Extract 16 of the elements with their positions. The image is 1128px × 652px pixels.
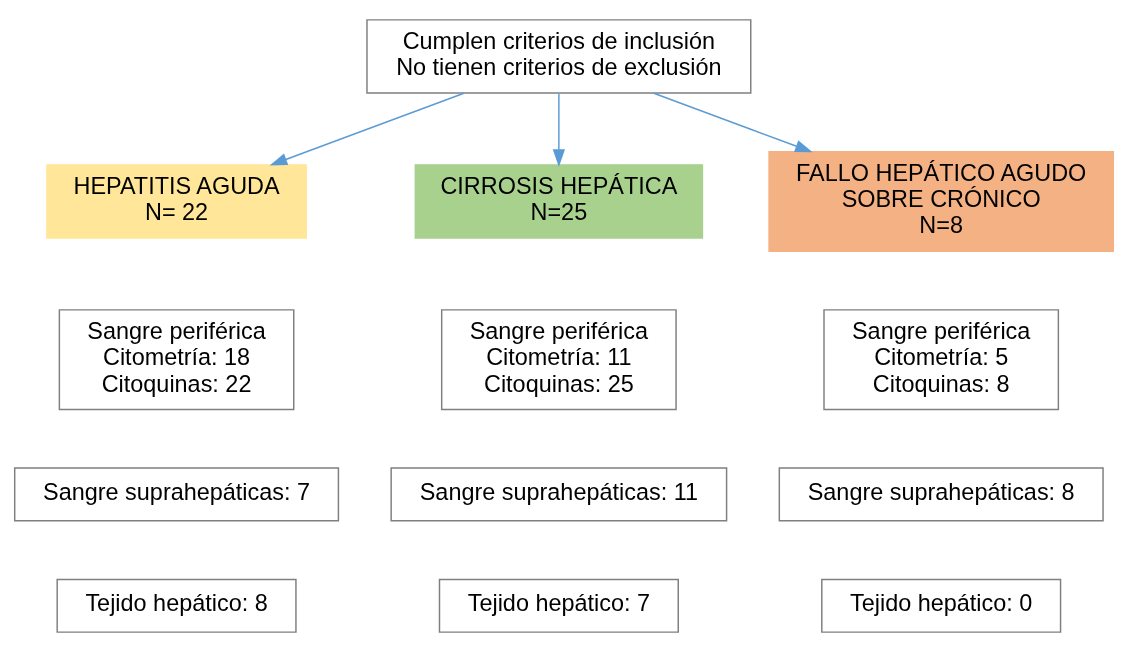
node-box: FALLO HEPÁTICO AGUDO SOBRE CRÓNICO N=8 bbox=[768, 150, 1115, 253]
node-box: Sangre suprahepáticas: 8 bbox=[778, 467, 1104, 522]
node-box: Cumplen criterios de inclusión No tienen criterios de exclusión bbox=[366, 19, 752, 94]
node-box: HEPATITIS AGUDA N= 22 bbox=[46, 164, 307, 239]
node-box: Tejido hepático: 0 bbox=[821, 578, 1062, 633]
arrow bbox=[269, 92, 465, 166]
arrow bbox=[653, 92, 813, 153]
node-box: CIRROSIS HEPÁTICA N=25 bbox=[414, 164, 704, 239]
node-box: Sangre periférica Citometría: 18 Citoquinas: 22 bbox=[58, 309, 295, 411]
node-box: Sangre periférica Citometría: 11 Citoquinas: 25 bbox=[440, 309, 677, 411]
arrow bbox=[552, 93, 566, 167]
node-box: Sangre suprahepáticas: 11 bbox=[390, 467, 728, 522]
node-box: Tejido hepático: 7 bbox=[438, 578, 679, 633]
node-box: Sangre periférica Citometría: 5 Citoquinas: 8 bbox=[823, 309, 1060, 411]
node-box: Sangre suprahepáticas: 7 bbox=[13, 467, 340, 522]
node-box: Tejido hepático: 8 bbox=[56, 578, 297, 633]
